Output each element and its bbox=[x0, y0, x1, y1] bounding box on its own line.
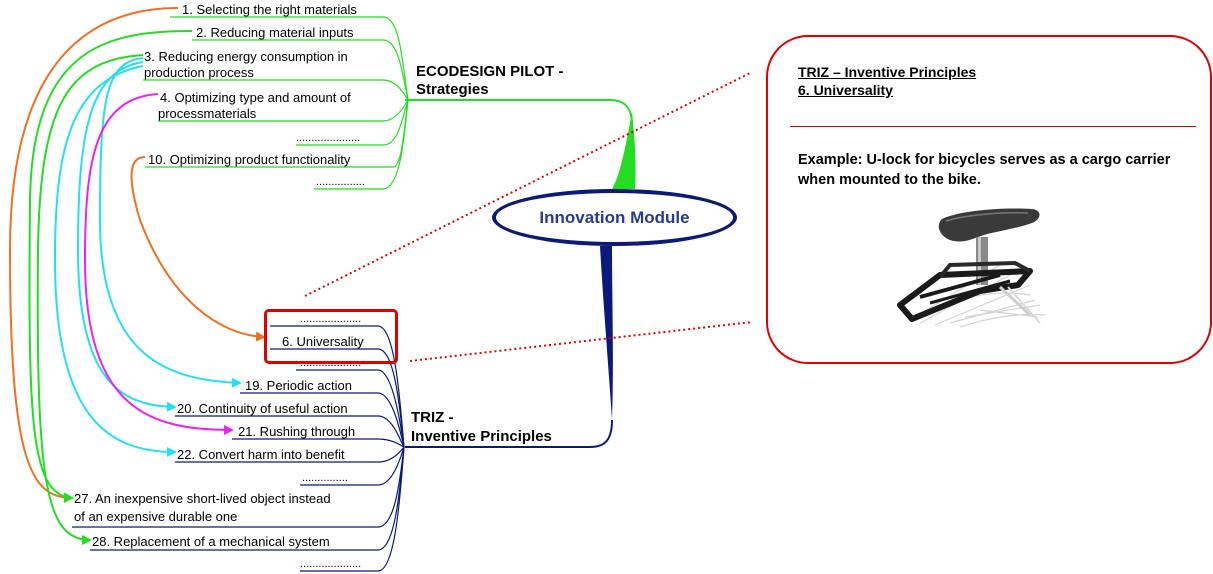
card-divider bbox=[790, 126, 1196, 127]
triz-item-22: 22. Convert harm into benefit bbox=[177, 447, 345, 462]
dotted-connector-bottom bbox=[409, 321, 753, 362]
triz-title-line2: Inventive Principles bbox=[411, 428, 552, 445]
green-link-2-27 bbox=[28, 30, 193, 503]
ecodesign-item-1: 1. Selecting the right materials bbox=[182, 2, 357, 17]
ecodesign-title-line2: Strategies bbox=[416, 81, 489, 98]
triz-title-line1: TRIZ - bbox=[411, 409, 454, 426]
ecodesign-trunk bbox=[612, 112, 636, 189]
triz-item-ellipsis-1: .................... bbox=[300, 313, 362, 325]
triz-item-27-line1: 27. An inexpensive short-lived object in… bbox=[74, 491, 331, 506]
bicycle-cargo-rack-image bbox=[897, 208, 1046, 328]
orange-link-10-6 bbox=[130, 156, 266, 342]
universality-highlight-box bbox=[264, 309, 398, 364]
ecodesign-item-ellipsis-2: ................ bbox=[316, 176, 365, 188]
triz-item-20: 20. Continuity of useful action bbox=[177, 401, 348, 416]
triz-item-ellipsis-3: ............... bbox=[302, 472, 348, 484]
ecodesign-item-ellipsis-1: ..................... bbox=[296, 132, 361, 144]
ecodesign-title-line1: ECODESIGN PILOT - bbox=[416, 63, 564, 80]
triz-item-21: 21. Rushing through bbox=[238, 424, 356, 439]
universality-detail-card: TRIZ – Inventive Principles 6. Universal… bbox=[766, 35, 1212, 364]
triz-item-19: 19. Periodic action bbox=[245, 378, 352, 393]
green-link-3-28 bbox=[36, 54, 144, 545]
card-example-text: Example: U-lock for bicycles serves as a… bbox=[798, 152, 1171, 188]
cyan-link-3-20 bbox=[76, 61, 177, 412]
orange-link-1-27 bbox=[8, 7, 179, 503]
card-title-line2: 6. Universality bbox=[798, 82, 893, 98]
cyan-link-3-22 bbox=[53, 65, 177, 457]
ecodesign-item-3-line1: 3. Reducing energy consumption in bbox=[144, 49, 348, 64]
ecodesign-item-10: 10. Optimizing product functionality bbox=[148, 152, 351, 167]
triz-item-28: 28. Replacement of a mechanical system bbox=[92, 534, 330, 549]
card-title-line1: TRIZ – Inventive Principles bbox=[798, 64, 977, 80]
ecodesign-item-4-line2: processmaterials bbox=[158, 106, 257, 121]
ecodesign-item-2: 2. Reducing material inputs bbox=[196, 25, 354, 40]
triz-item-27-line2: of an expensive durable one bbox=[74, 509, 238, 524]
innovation-module-node: Innovation Module bbox=[492, 189, 737, 246]
innovation-module-label: Innovation Module bbox=[539, 207, 690, 227]
ecodesign-item-4-line1: 4. Optimizing type and amount of bbox=[160, 90, 351, 105]
triz-item-ellipsis-4: .................... bbox=[300, 558, 362, 570]
dotted-connector-top bbox=[304, 71, 753, 297]
magenta-link-4-21 bbox=[83, 93, 234, 435]
triz-item-6: 6. Universality bbox=[282, 334, 364, 349]
triz-trunk bbox=[600, 246, 613, 420]
triz-item-ellipsis-2: .................... bbox=[300, 357, 362, 369]
ecodesign-item-3-line2: production process bbox=[144, 65, 254, 80]
